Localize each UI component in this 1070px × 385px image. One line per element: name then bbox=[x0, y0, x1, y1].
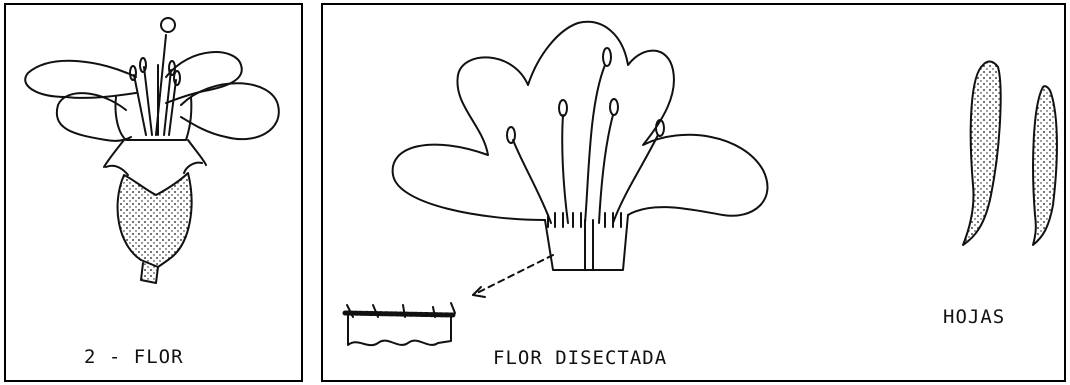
anther bbox=[174, 71, 180, 85]
corolla-base bbox=[545, 215, 628, 270]
leaf bbox=[1033, 86, 1057, 245]
anther bbox=[130, 66, 136, 80]
detail-hairs bbox=[345, 313, 453, 315]
petal-center bbox=[115, 97, 191, 140]
stamen bbox=[513, 140, 551, 223]
stamen bbox=[169, 80, 176, 135]
stigma bbox=[161, 18, 175, 32]
leaf bbox=[963, 61, 1001, 245]
caption-flor: 2 - FLOR bbox=[84, 346, 184, 368]
corolla-tube bbox=[104, 140, 206, 167]
panel-flower: 2 - FLOR bbox=[4, 3, 303, 382]
corolla-outline bbox=[393, 22, 768, 220]
petal-front-left bbox=[57, 93, 131, 141]
stamen bbox=[134, 75, 146, 135]
stamen bbox=[585, 65, 605, 223]
anther bbox=[603, 48, 611, 66]
caption-flor-disectada: FLOR DISECTADA bbox=[493, 347, 667, 369]
anther bbox=[140, 58, 146, 72]
caption-hojas: HOJAS bbox=[943, 306, 1005, 328]
anther bbox=[559, 100, 567, 116]
calyx bbox=[118, 173, 192, 267]
panel-dissected: FLOR DISECTADA HOJAS bbox=[321, 3, 1066, 382]
corolla-base-line bbox=[585, 220, 593, 270]
detail-inset bbox=[348, 315, 451, 345]
stamen bbox=[562, 115, 568, 223]
petal-front-right bbox=[181, 83, 279, 139]
stamen bbox=[599, 115, 613, 223]
stamen bbox=[144, 67, 152, 135]
stamen bbox=[613, 135, 658, 223]
anther bbox=[507, 127, 515, 143]
anther bbox=[610, 99, 618, 115]
flower-drawing bbox=[6, 5, 301, 380]
petal-right bbox=[166, 52, 242, 103]
pointer-arrow bbox=[473, 255, 553, 295]
